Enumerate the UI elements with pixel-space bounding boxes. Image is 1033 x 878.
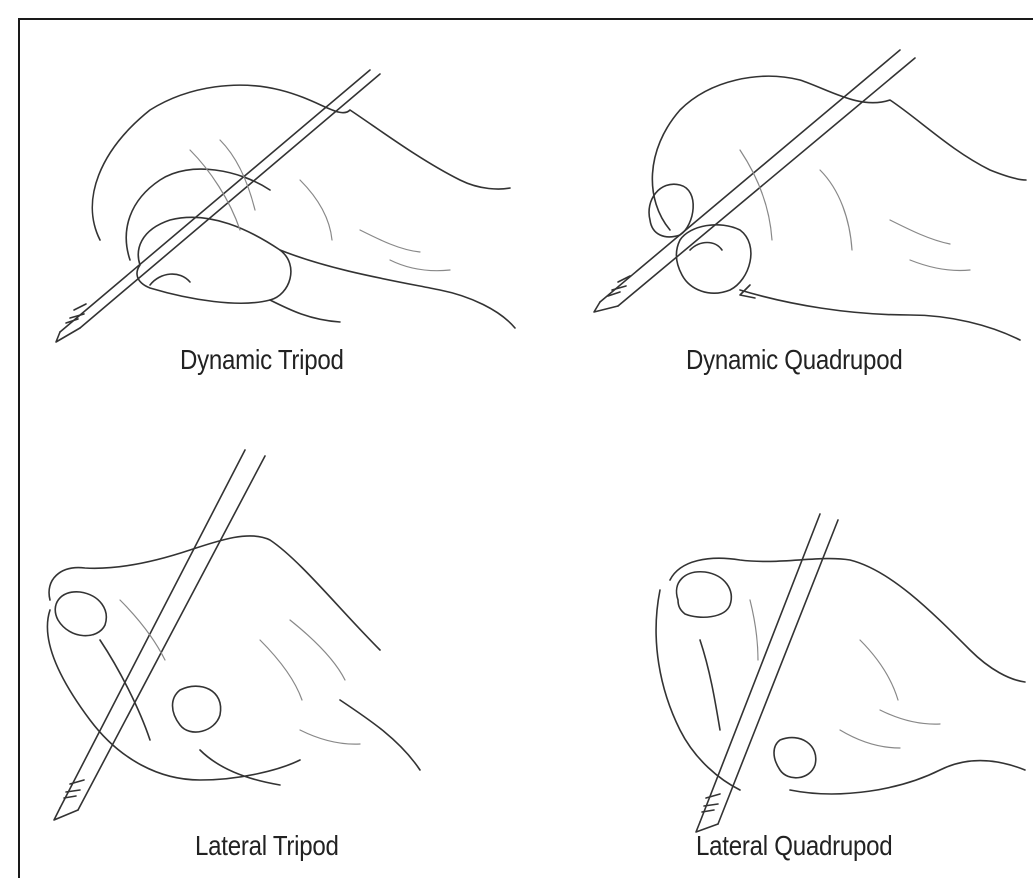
panel-lateral-tripod: Lateral Tripod	[40, 440, 520, 860]
grip-label-dynamic-tripod: Dynamic Tripod	[180, 344, 344, 376]
hand-dynamic-tripod-icon	[40, 60, 520, 340]
panel-dynamic-quadrupod: Dynamic Quadrupod	[590, 40, 1030, 400]
grip-label-dynamic-quadrupod: Dynamic Quadrupod	[686, 344, 902, 376]
hand-lateral-tripod-icon	[40, 440, 520, 820]
panel-lateral-quadrupod: Lateral Quadrupod	[640, 510, 1030, 860]
panel-dynamic-tripod: Dynamic Tripod	[40, 60, 520, 400]
hand-lateral-quadrupod-icon	[640, 510, 1030, 830]
grip-label-lateral-quadrupod: Lateral Quadrupod	[696, 830, 892, 862]
grip-label-lateral-tripod: Lateral Tripod	[195, 830, 339, 862]
hand-dynamic-quadrupod-icon	[590, 40, 1030, 340]
